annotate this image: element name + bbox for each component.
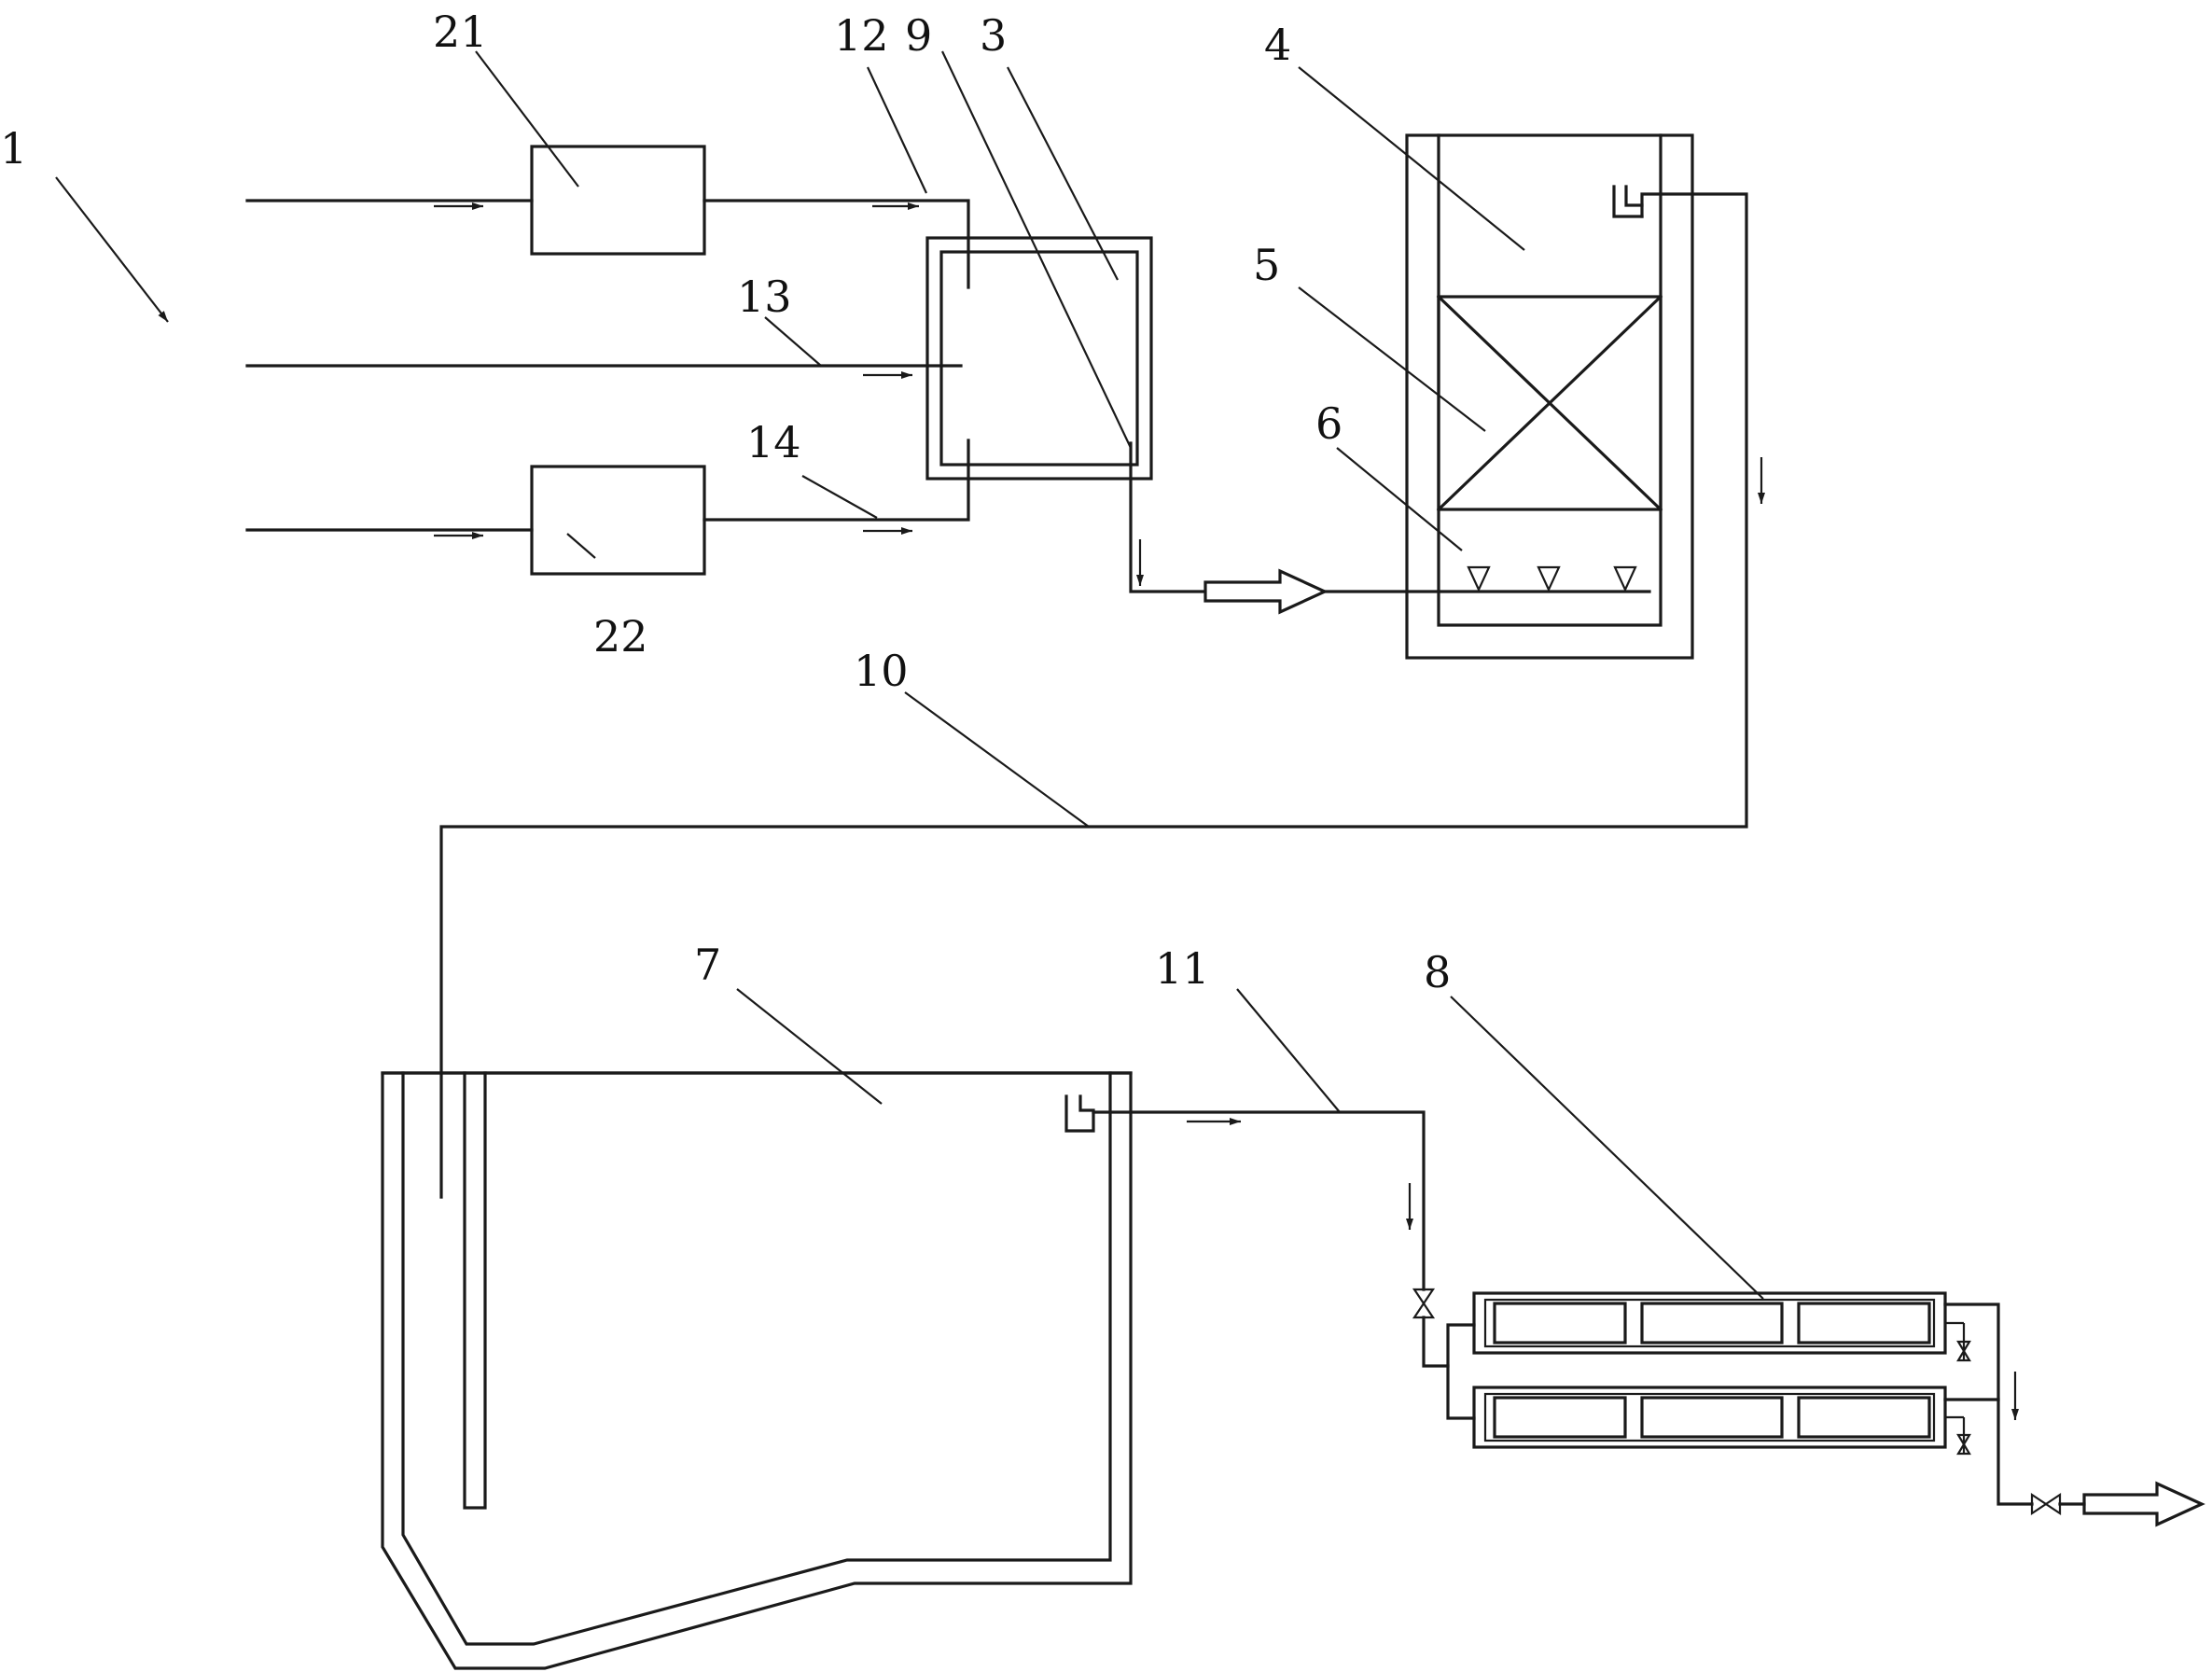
label-9: 9	[905, 10, 932, 61]
outlet-valve-icon	[2030, 1492, 2086, 1516]
filter-unit-8	[1472, 1291, 1947, 1449]
pipe-10	[439, 185, 1765, 1199]
inlet-line-bottom	[245, 528, 534, 539]
label-1: 1	[0, 123, 27, 174]
outlet-arrow-icon	[2082, 1481, 2205, 1527]
diffusers-6	[1467, 565, 1637, 592]
label-4: 4	[1264, 20, 1291, 70]
tank-7	[381, 1071, 1133, 1670]
pipe-13	[245, 364, 963, 379]
labels: 1 21 12 9 3 4 5 6 13 14 22 10 7 11 8	[0, 7, 1451, 997]
manifold-inlet	[1422, 1316, 1476, 1420]
label-3: 3	[980, 10, 1007, 61]
pipe-11	[1092, 1110, 1426, 1291]
inlet-valve-icon	[1412, 1288, 1436, 1319]
label-14: 14	[746, 417, 801, 467]
label-6: 6	[1315, 398, 1343, 449]
pipe-12	[703, 199, 970, 289]
tank-3	[925, 236, 1153, 481]
leader-lines	[55, 50, 1764, 1300]
unit-22	[530, 465, 706, 576]
pipe-9	[1129, 441, 1651, 615]
outlet-pipe	[1943, 1303, 2034, 1506]
media-bed-5	[1436, 294, 1663, 512]
module-row-lower	[1472, 1386, 1947, 1449]
inlet-line-top	[245, 199, 534, 210]
label-21: 21	[433, 7, 488, 57]
label-12: 12	[834, 10, 889, 61]
label-10: 10	[854, 646, 909, 696]
unit-21	[530, 145, 706, 256]
label-13: 13	[737, 272, 792, 322]
label-8: 8	[1424, 947, 1451, 997]
label-11: 11	[1155, 943, 1210, 994]
label-22: 22	[593, 611, 648, 662]
label-5: 5	[1253, 240, 1280, 290]
drain-valve-lower-icon	[1945, 1415, 1971, 1456]
drain-valve-upper-icon	[1945, 1321, 1971, 1362]
pipe-14	[703, 439, 970, 535]
module-row-upper	[1472, 1291, 1947, 1355]
label-7: 7	[694, 940, 721, 990]
tank-4	[1405, 133, 1694, 660]
